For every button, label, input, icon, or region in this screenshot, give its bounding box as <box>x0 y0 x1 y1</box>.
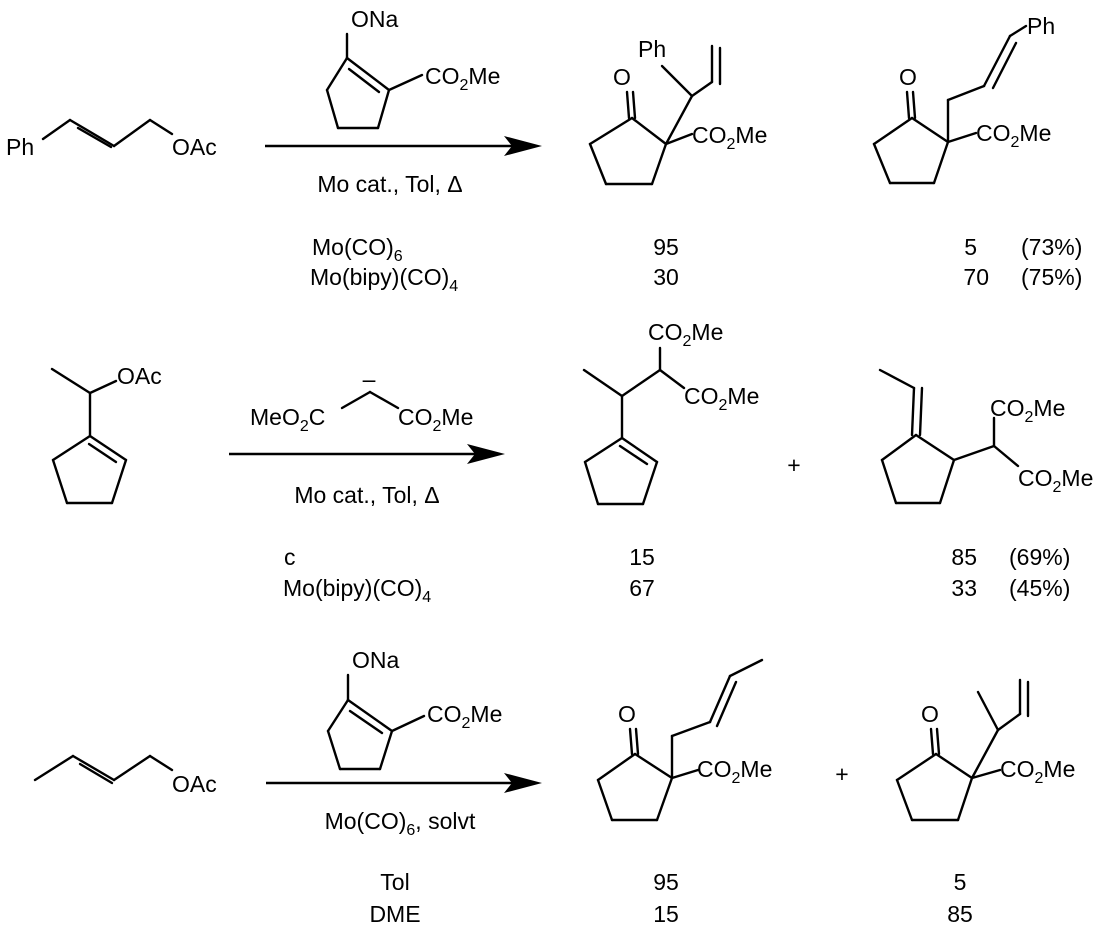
r3-reagent-sodium-enolate: ONa CO2Me <box>326 647 502 771</box>
r1-product-branched: O CO2Me Ph <box>588 36 767 186</box>
r3-row1-product-b: 5 <box>954 869 967 895</box>
r1-pb-co2me: CO2Me <box>976 120 1051 151</box>
r2-row2-product-a: 67 <box>629 575 655 601</box>
r3-pa-co2me: CO2Me <box>697 756 772 787</box>
r1-substrate-cinnamyl-acetate: Ph OAc <box>6 118 217 160</box>
r1-row2-yield: (75%) <box>1021 264 1082 290</box>
r2-conditions: Mo cat., Tol, Δ <box>294 482 439 508</box>
r2-plus-sign: + <box>787 452 800 478</box>
r2-row1-catalyst: c <box>284 544 296 570</box>
r1-pb-ph: Ph <box>1027 13 1055 39</box>
r1-row2-product-b: 70 <box>963 264 989 290</box>
r2-row2-yield: (45%) <box>1009 575 1070 601</box>
r2-substrate-oac: OAc <box>117 363 162 389</box>
r1-reaction-arrow <box>265 136 542 156</box>
r2-pb-co2me-bottom: CO2Me <box>1018 465 1093 496</box>
r3-plus-sign: + <box>835 761 848 787</box>
r3-substrate-crotyl-acetate: OAc <box>33 754 217 797</box>
r3-pb-oxygen: O <box>921 701 939 727</box>
r2-ratio-table: c 15 85 (69%) Mo(bipy)(CO)4 67 33 (45%) <box>283 544 1070 606</box>
r2-row2-catalyst: Mo(bipy)(CO)4 <box>283 575 431 606</box>
r3-row2-product-a: 15 <box>653 901 679 927</box>
r3-row1-solvent: Tol <box>380 869 409 895</box>
r1-conditions: Mo cat., Tol, Δ <box>317 171 462 197</box>
r3-pa-oxygen: O <box>618 701 636 727</box>
r1-row2-catalyst: Mo(bipy)(CO)4 <box>310 264 458 295</box>
r2-reagent-meo2c: MeO2C <box>250 404 325 435</box>
r1-product-linear: O CO2Me Ph <box>872 13 1055 185</box>
r1-row1-catalyst: Mo(CO)6 <box>312 234 403 265</box>
reaction-1: Ph OAc ONa CO2Me Mo cat., Tol, Δ <box>6 6 1082 295</box>
r1-substrate-oac: OAc <box>172 134 217 160</box>
r3-reagent-ona: ONa <box>352 647 400 673</box>
r3-ratio-table: Tol 95 5 DME 15 85 <box>369 869 972 927</box>
r2-reaction-arrow <box>229 444 505 464</box>
r1-pa-co2me: CO2Me <box>692 122 767 153</box>
r1-reagent-co2me: CO2Me <box>425 63 500 94</box>
r2-pa-co2me-top: CO2Me <box>648 319 723 350</box>
r2-pb-co2me-top: CO2Me <box>990 395 1065 426</box>
r3-product-linear: O CO2Me <box>596 658 772 822</box>
r2-pa-co2me-bottom: CO2Me <box>684 383 759 414</box>
r2-row1-product-b: 85 <box>951 544 977 570</box>
r1-reagent-ona: ONa <box>351 6 399 32</box>
r3-product-branched: O CO2Me <box>895 678 1075 822</box>
r2-row1-product-a: 15 <box>629 544 655 570</box>
r3-row1-product-a: 95 <box>653 869 679 895</box>
r3-row2-product-b: 85 <box>947 901 973 927</box>
r1-substrate-ph: Ph <box>6 134 34 160</box>
reaction-3: OAc ONa CO2Me Mo(CO)6, solvt O <box>33 647 1075 927</box>
r1-pa-ph: Ph <box>638 36 666 62</box>
r1-pa-oxygen: O <box>613 64 631 90</box>
r3-reagent-co2me: CO2Me <box>427 701 502 732</box>
r2-reagent-negative-charge: – <box>363 366 376 392</box>
r3-row2-solvent: DME <box>369 901 420 927</box>
r2-product-branched: CO2Me CO2Me <box>582 319 759 506</box>
r1-row2-product-a: 30 <box>653 264 679 290</box>
r3-substrate-oac: OAc <box>172 771 217 797</box>
r3-pb-co2me: CO2Me <box>1000 756 1075 787</box>
reaction-2: OAc MeO2C CO2Me – Mo cat., Tol, Δ <box>50 319 1093 606</box>
r2-reagent-co2me: CO2Me <box>398 404 473 435</box>
r2-reagent-malonate-anion: MeO2C CO2Me – <box>250 366 473 435</box>
r3-reaction-arrow <box>266 773 542 793</box>
r2-substrate: OAc <box>50 363 162 505</box>
r3-conditions: Mo(CO)6, solvt <box>325 808 476 839</box>
r1-row1-product-a: 95 <box>653 234 679 260</box>
r1-reagent-sodium-enolate: ONa CO2Me <box>325 6 500 130</box>
r1-row1-product-b: 5 <box>964 234 977 260</box>
r2-row1-yield: (69%) <box>1009 544 1070 570</box>
r1-row1-yield: (73%) <box>1021 234 1082 260</box>
r2-row2-product-b: 33 <box>951 575 977 601</box>
r1-pb-oxygen: O <box>899 64 917 90</box>
r2-product-ethylidene: CO2Me CO2Me <box>878 368 1093 505</box>
r1-ratio-table: Mo(CO)6 95 5 (73%) Mo(bipy)(CO)4 30 70 (… <box>310 234 1082 295</box>
